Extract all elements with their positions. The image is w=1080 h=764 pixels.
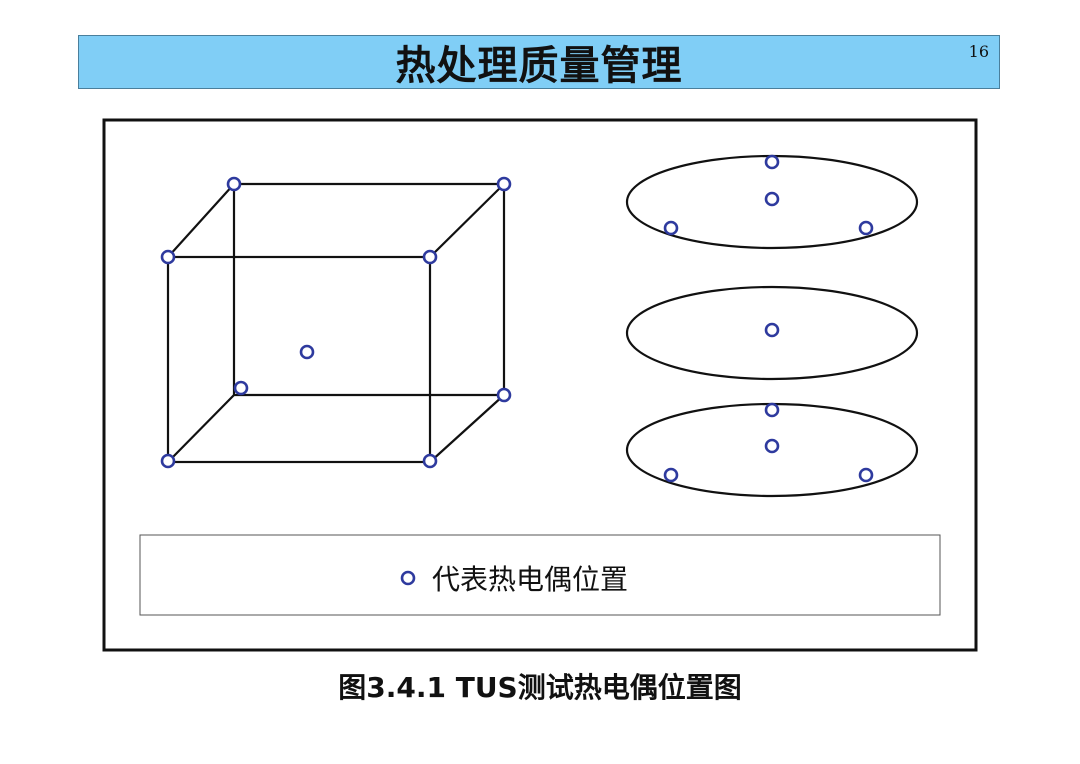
cube-edge-tl (167, 183, 235, 258)
legend-label: 代表热电偶位置 (432, 563, 629, 596)
figure-caption: 图3.4.1 TUS测试热电偶位置图 (338, 671, 742, 704)
cube-edge-bl (167, 394, 235, 463)
page-number: 16 (968, 42, 989, 61)
thermocouple-icon (160, 453, 176, 469)
thermocouple-icon (233, 380, 249, 396)
thermocouple-icon (663, 220, 679, 236)
cube-front-face (166, 255, 432, 464)
thermocouple-icon (764, 322, 780, 338)
cube-edge-tr (429, 183, 505, 258)
legend-thermocouple-icon (400, 570, 416, 586)
thermocouple-markers (160, 154, 874, 483)
thermocouple-icon (858, 220, 874, 236)
thermocouple-icon (764, 438, 780, 454)
thermocouple-icon (764, 154, 780, 170)
cube-edge-br (429, 394, 505, 463)
thermocouple-icon (496, 387, 512, 403)
cube-back-top-edge (234, 182, 506, 395)
thermocouple-icon (422, 249, 438, 265)
thermocouple-icon (160, 249, 176, 265)
thermocouple-icon (764, 191, 780, 207)
ellipse-middle (625, 285, 919, 381)
thermocouple-icon (422, 453, 438, 469)
thermocouple-icon (663, 467, 679, 483)
thermocouple-icon (299, 344, 315, 360)
thermocouple-icon (858, 467, 874, 483)
title-bar: 热处理质量管理 16 (78, 35, 1000, 89)
thermocouple-icon (226, 176, 242, 192)
thermocouple-icon (496, 176, 512, 192)
slide-title: 热处理质量管理 (395, 43, 683, 89)
thermocouple-icon (764, 402, 780, 418)
furnace-cube (166, 182, 506, 464)
diagram-frame (102, 118, 978, 652)
legend-box (139, 534, 941, 616)
